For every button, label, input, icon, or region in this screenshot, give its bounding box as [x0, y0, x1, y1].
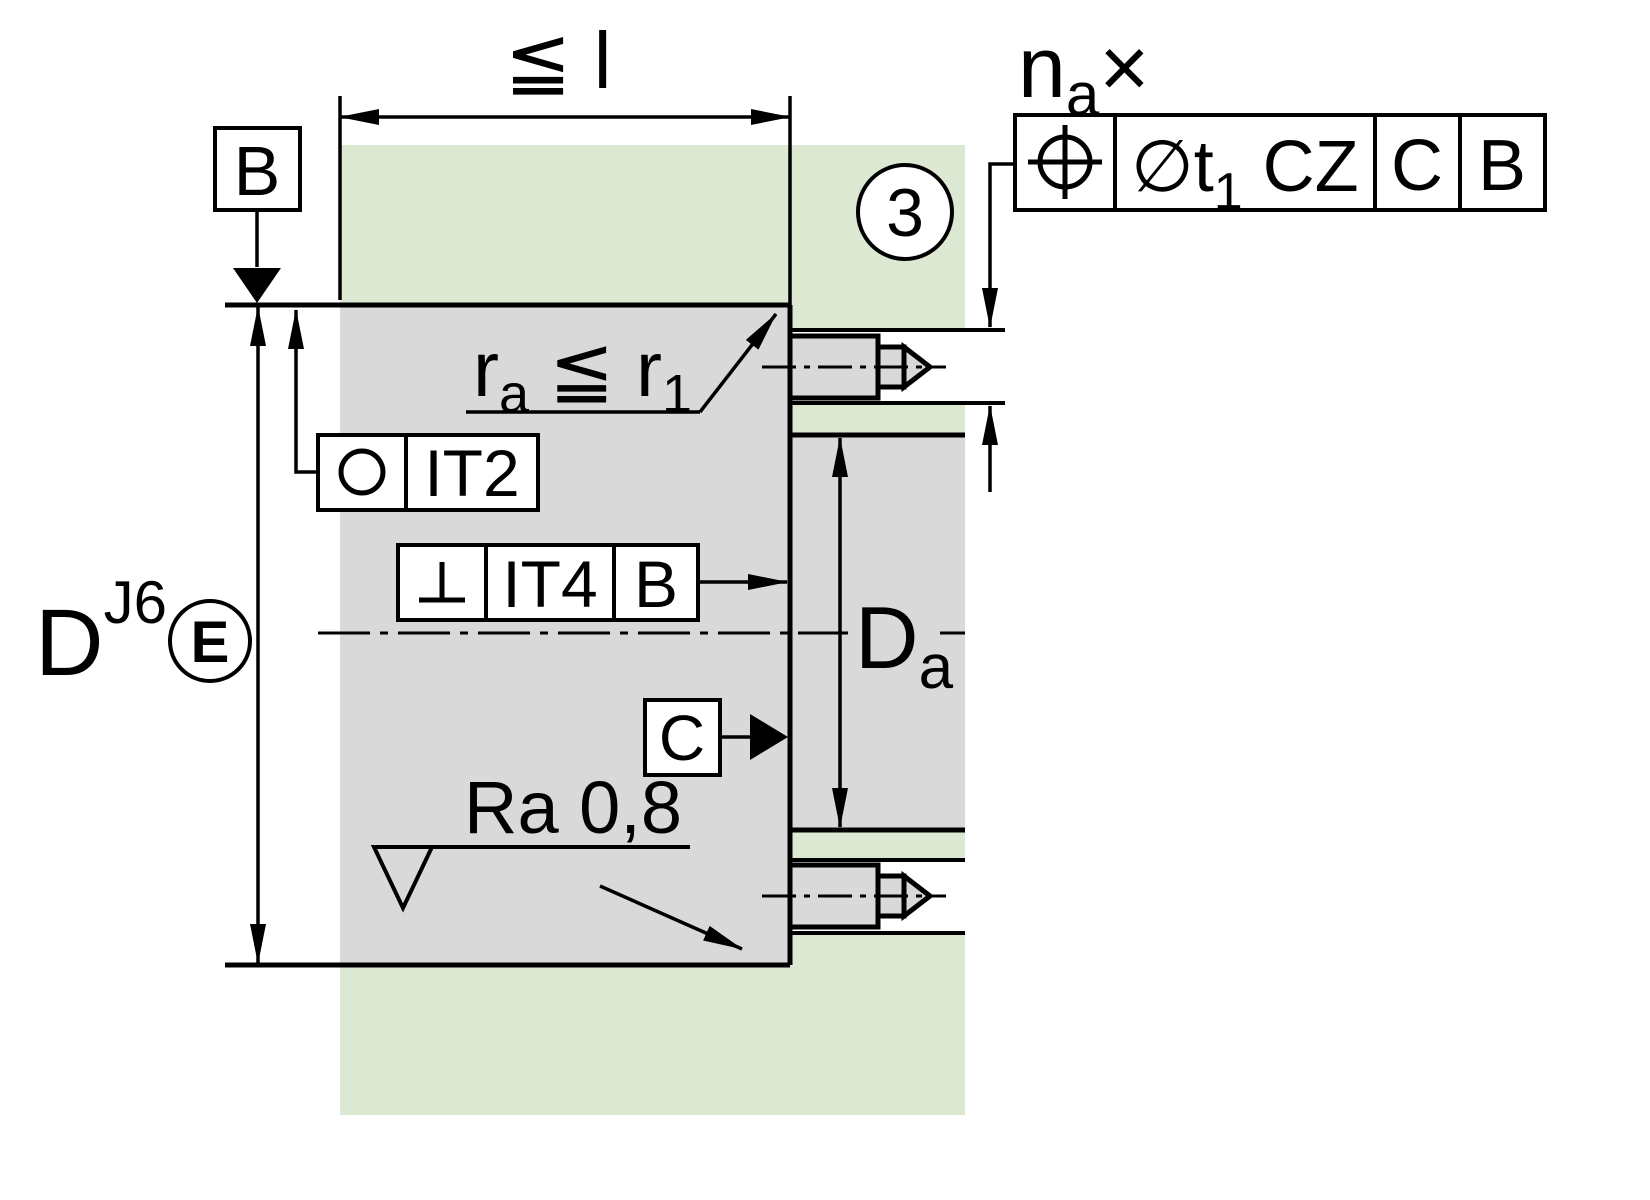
perpendicularity-value: IT4: [502, 547, 597, 621]
shoulder-diameter-label: Da: [855, 588, 954, 702]
circularity-value-box: [404, 433, 540, 512]
roughness-value: Ra 0,8: [464, 766, 682, 849]
datum-c: C: [643, 698, 788, 777]
perpendicularity-icon: [419, 562, 465, 603]
circularity-symbol-box: [316, 433, 408, 512]
bore-diameter-dimension: DJ6 E: [35, 306, 266, 964]
datum-b-box: [213, 126, 302, 212]
bore-section: [340, 305, 790, 965]
circularity-icon: [338, 448, 386, 496]
true-position-icon: [1028, 125, 1102, 199]
datum-triangle-b: [233, 268, 281, 303]
datum-triangle-c: [750, 714, 788, 760]
set-screw-bottom: [762, 862, 946, 930]
perpendicularity-frame: IT4 B: [396, 543, 788, 622]
position-datum1: C: [1391, 126, 1443, 206]
perpendicularity-datum: B: [634, 547, 678, 621]
fillet-radius-label: ra≦ r1: [473, 325, 692, 424]
datum-c-letter: C: [659, 702, 705, 774]
position-datum2-box: [1458, 113, 1547, 212]
fillet-radius-note: ra≦ r1: [466, 312, 778, 424]
bore-diameter-label: DJ6: [35, 569, 167, 696]
circularity-value: IT2: [424, 436, 519, 510]
roughness-leader: [599, 884, 743, 951]
envelope-letter: E: [191, 610, 230, 675]
datum-c-box: [643, 698, 722, 777]
surface-roughness-note: Ra 0,8: [370, 766, 743, 951]
position-value-box: [1113, 113, 1377, 212]
datum-b-letter: B: [234, 132, 281, 210]
detail-callout: 3: [856, 163, 954, 261]
fillet-radius-leader: [698, 312, 778, 414]
hole-count-label: na×: [1018, 20, 1149, 128]
envelope-icon: [168, 599, 252, 683]
position-leader: [982, 162, 1015, 328]
circularity-leader: [288, 309, 318, 474]
shoulder-diameter-dimension: Da: [832, 437, 954, 828]
circularity-frame: IT2: [288, 309, 540, 512]
callout-number: 3: [886, 175, 924, 251]
length-dimension: ≦ l: [338, 16, 792, 305]
perpendicularity-value-box: [484, 543, 616, 622]
part-outline: [225, 302, 1005, 968]
length-limit-label: ≦ l: [504, 16, 611, 105]
position-datum2: B: [1478, 126, 1526, 206]
callout-circle: [856, 163, 954, 261]
datum-b: B: [213, 126, 302, 303]
